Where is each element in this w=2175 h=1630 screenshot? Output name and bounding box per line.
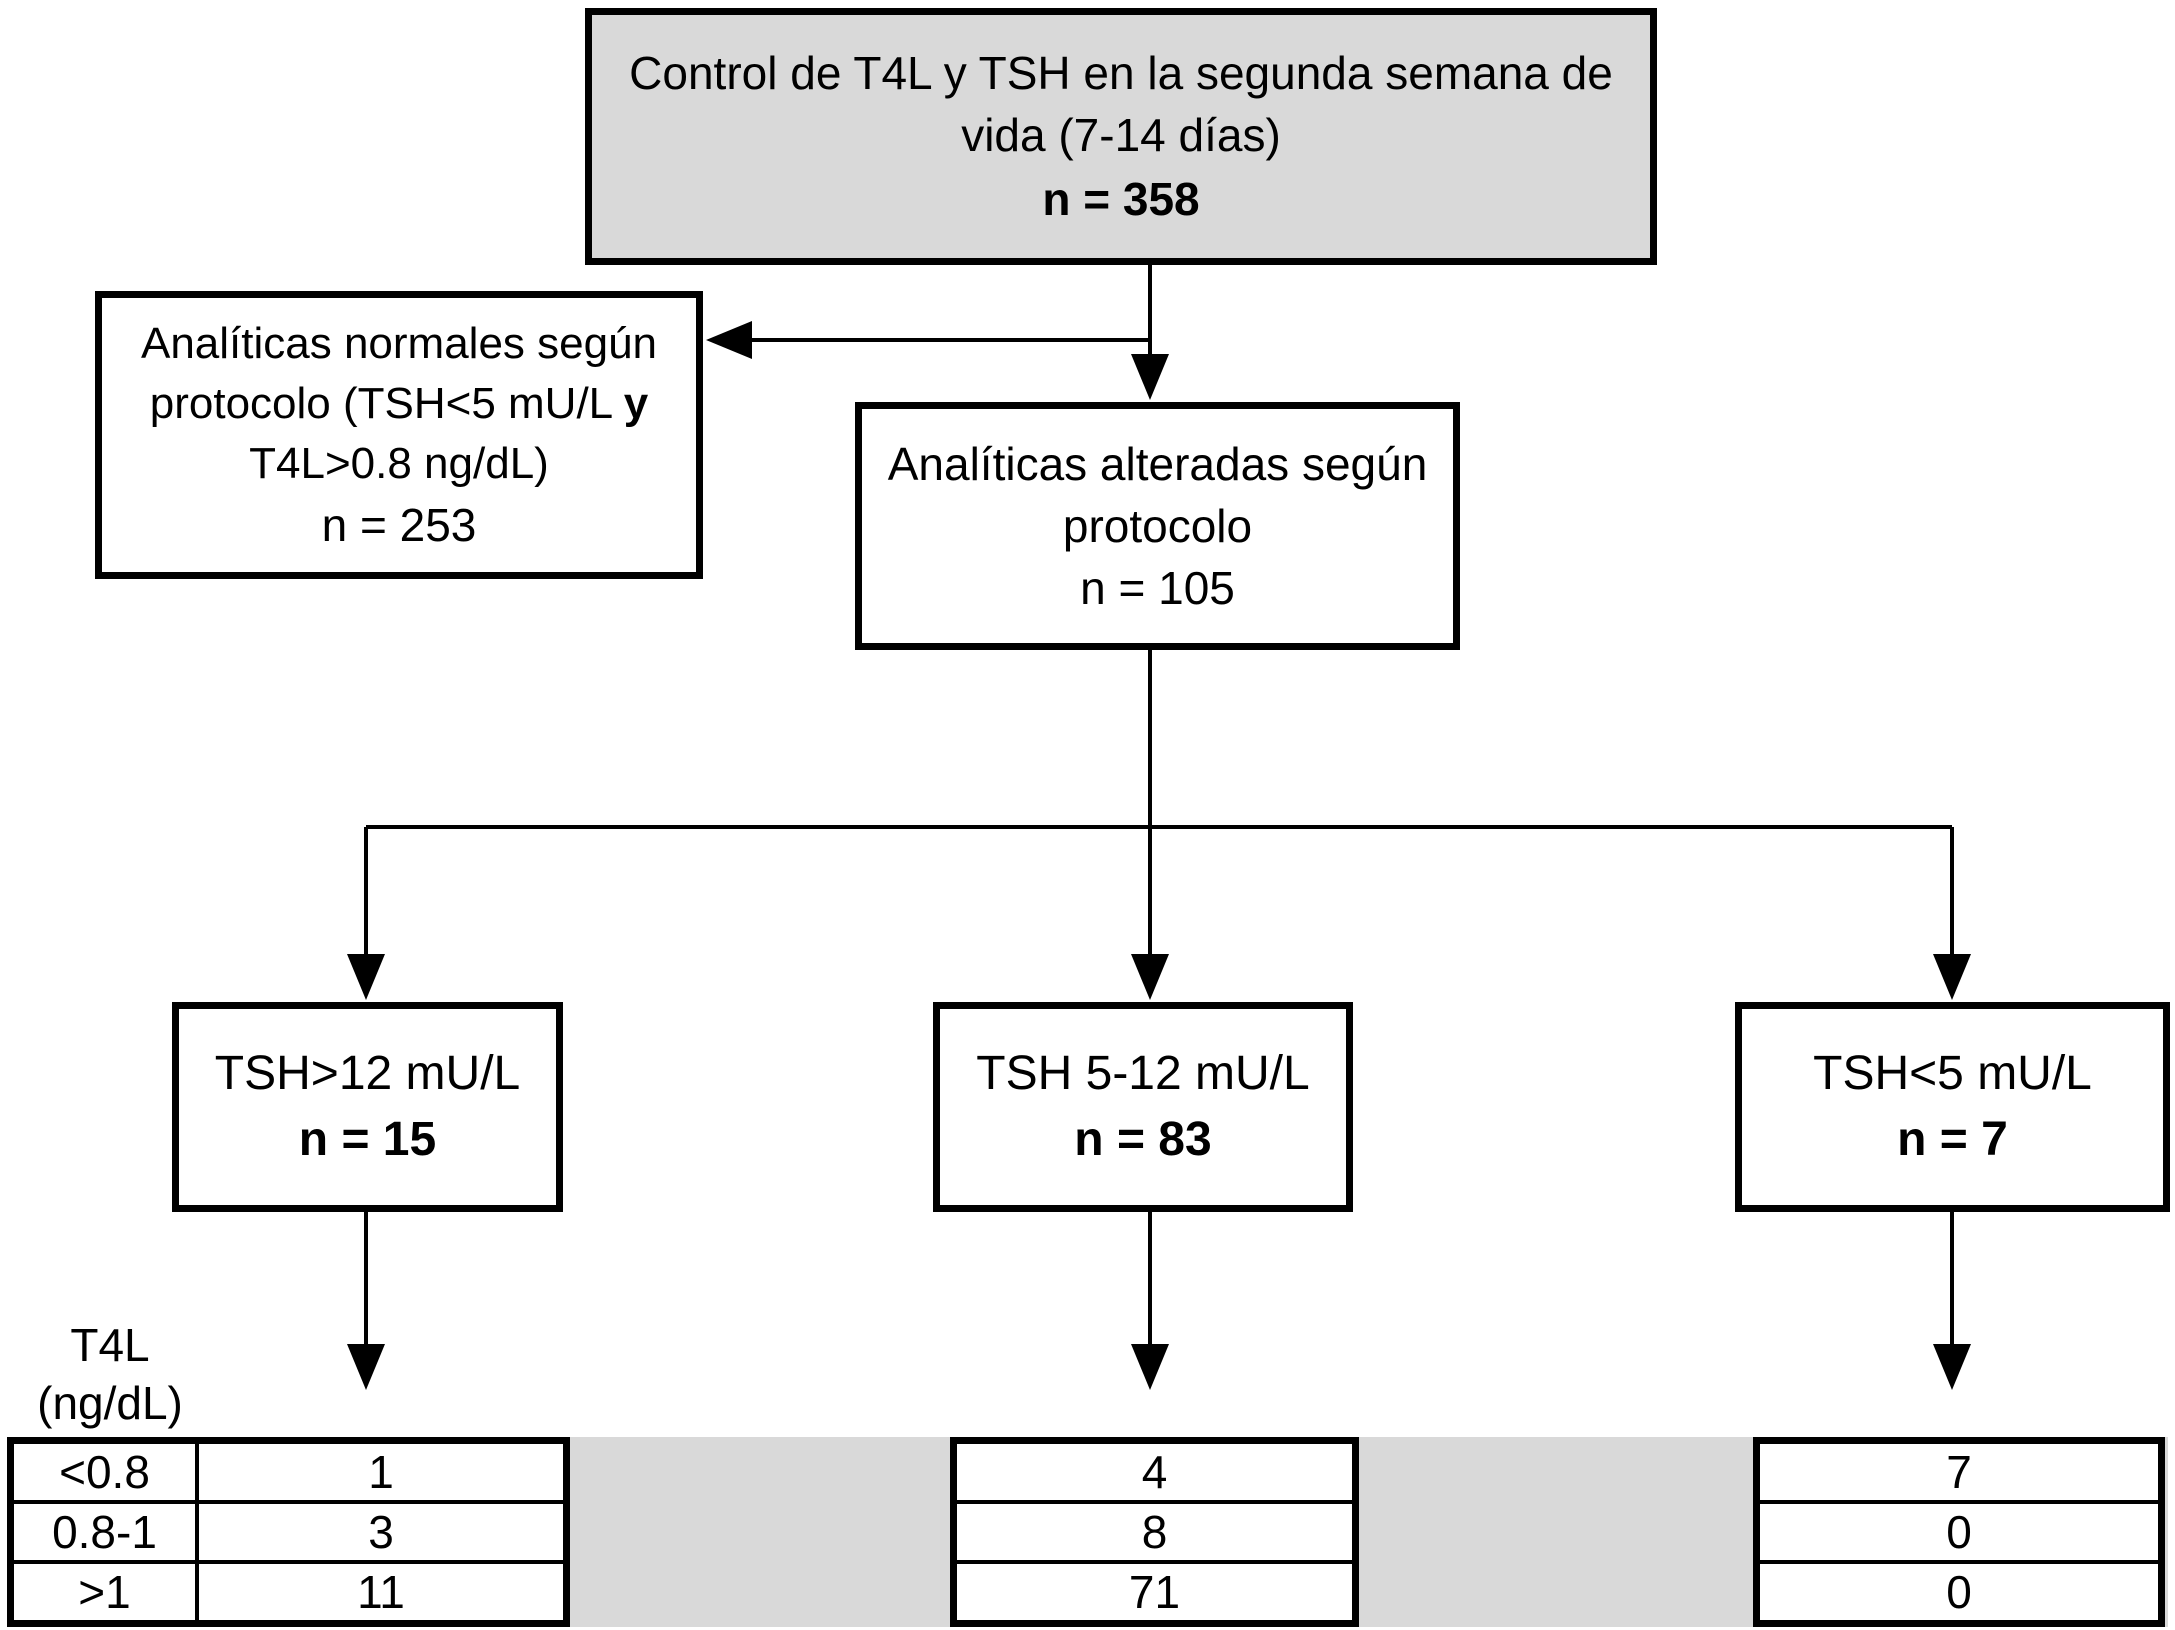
- normal-box-line1: Analíticas normales según: [140, 319, 658, 368]
- arrowhead-into-tsh-low-box: [1933, 954, 1971, 1000]
- normal-box-line2-bold-y: y: [623, 379, 649, 428]
- t4l-axis-label-line2: (ng/dL): [37, 1377, 183, 1429]
- arrowhead-into-table-col1: [347, 1344, 385, 1390]
- t4l-axis-label: T4L (ng/dL): [10, 1316, 210, 1432]
- t4l-table-tsh-lt5: 7 0 0: [1753, 1437, 2165, 1627]
- tsh-5-12-box: TSH 5-12 mU/L n = 83: [933, 1002, 1353, 1212]
- t4l-row-label: >1: [12, 1562, 197, 1622]
- t4l-value-lt5-row2: 0: [1758, 1502, 2160, 1562]
- t4l-axis-label-line1: T4L: [70, 1319, 150, 1371]
- t4l-value-gt12-row2: 3: [197, 1502, 565, 1562]
- control-box-n: n = 358: [1042, 172, 1200, 225]
- analiticas-normales-box: Analíticas normales según protocolo (TSH…: [95, 291, 703, 579]
- arrowhead-into-tsh-high-box: [347, 954, 385, 1000]
- t4l-value-gt12-row3: 11: [197, 1562, 565, 1622]
- tsh-5-12-label: TSH 5-12 mU/L: [976, 1047, 1310, 1100]
- t4l-value-lt5-row1: 7: [1758, 1442, 2160, 1502]
- normal-box-line2-pre: protocolo (TSH<5 mU/L: [149, 379, 624, 428]
- t4l-value-5-12-row1: 4: [955, 1442, 1354, 1502]
- tsh-lt5-box: TSH<5 mU/L n = 7: [1735, 1002, 2170, 1212]
- t4l-value-5-12-row2: 8: [955, 1502, 1354, 1562]
- normal-box-n: n = 253: [321, 499, 477, 551]
- analiticas-alteradas-box: Analíticas alteradas según protocolo n =…: [855, 402, 1460, 650]
- t4l-row-label: 0.8-1: [12, 1502, 197, 1562]
- tsh-gt12-label: TSH>12 mU/L: [214, 1047, 521, 1100]
- t4l-table-tsh-gt12: <0.8 1 0.8-1 3 >1 11: [7, 1437, 570, 1627]
- control-t4l-tsh-box: Control de T4L y TSH en la segunda seman…: [585, 8, 1657, 265]
- arrowhead-into-normal-box: [706, 321, 752, 359]
- control-box-line1: Control de T4L y TSH en la segunda seman…: [629, 46, 1613, 99]
- t4l-value-gt12-row1: 1: [197, 1442, 565, 1502]
- normal-box-line2: protocolo (TSH<5 mU/L y: [150, 374, 648, 434]
- tsh-5-12-n: n = 83: [1074, 1113, 1212, 1166]
- altered-box-line2: protocolo: [1062, 500, 1253, 552]
- tsh-lt5-label: TSH<5 mU/L: [1813, 1047, 2092, 1100]
- altered-box-line1: Analíticas alteradas según: [887, 438, 1428, 490]
- t4l-row-label: <0.8: [12, 1442, 197, 1502]
- tsh-gt12-box: TSH>12 mU/L n = 15: [172, 1002, 563, 1212]
- arrowhead-into-table-col2: [1131, 1344, 1169, 1390]
- tsh-lt5-n: n = 7: [1897, 1113, 2008, 1166]
- control-box-line2: vida (7-14 días): [961, 108, 1281, 161]
- t4l-value-lt5-row3: 0: [1758, 1562, 2160, 1622]
- arrowhead-into-altered-box: [1131, 354, 1169, 400]
- tsh-gt12-n: n = 15: [298, 1113, 437, 1166]
- arrowhead-into-tsh-mid-box: [1131, 954, 1169, 1000]
- t4l-table-tsh-5-12: 4 8 71: [950, 1437, 1359, 1627]
- t4l-value-5-12-row3: 71: [955, 1562, 1354, 1622]
- arrowhead-into-table-col3: [1933, 1344, 1971, 1390]
- normal-box-line3: T4L>0.8 ng/dL): [249, 439, 549, 488]
- altered-box-n: n = 105: [1080, 562, 1235, 614]
